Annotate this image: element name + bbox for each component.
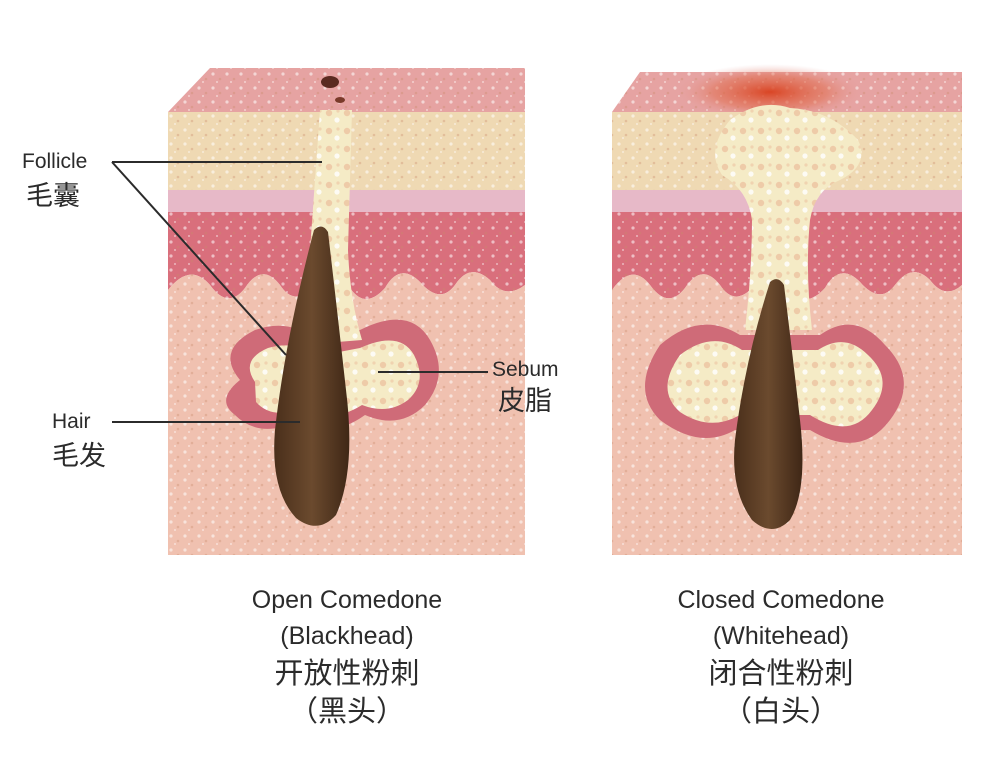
- closed-comedone-subtitle-cn: （白头）: [722, 694, 839, 728]
- closed-comedone-caption: Closed Comedone (Whitehead) 闭合性粉刺 （白头）: [621, 582, 941, 730]
- open-pore: [321, 76, 339, 88]
- closed-comedone-subtitle: (Whitehead): [712, 622, 850, 650]
- hair-label: Hair: [52, 410, 91, 433]
- inflammation-redness: [675, 64, 865, 120]
- open-comedone-caption: Open Comedone (Blackhead) 开放性粉刺 （黑头）: [187, 582, 507, 730]
- sebum-label: Sebum: [492, 358, 559, 381]
- closed-comedone-title-cn: 闭合性粉刺: [708, 656, 854, 690]
- hair-shaft: [274, 226, 350, 526]
- follicle-label-cn: 毛囊: [26, 181, 80, 212]
- follicle-leader-2: [111, 161, 287, 356]
- sebum-label-cn: 皮脂: [498, 386, 552, 417]
- open-comedone-title: Open Comedone: [251, 586, 443, 614]
- closed-comedone-block: [612, 64, 962, 555]
- open-comedone-subtitle: (Blackhead): [280, 622, 414, 650]
- leader-lines: [111, 161, 488, 423]
- hair-shaft: [734, 279, 803, 529]
- open-comedone-subtitle-cn: （黑头）: [288, 694, 405, 728]
- closed-comedone-title: Closed Comedone: [677, 586, 885, 614]
- open-comedone-block: [168, 68, 525, 555]
- hair-label-cn: 毛发: [52, 441, 106, 472]
- plugged-follicle: [715, 104, 862, 330]
- open-comedone-title-cn: 开放性粉刺: [274, 656, 420, 690]
- follicle-label: Follicle: [22, 150, 88, 173]
